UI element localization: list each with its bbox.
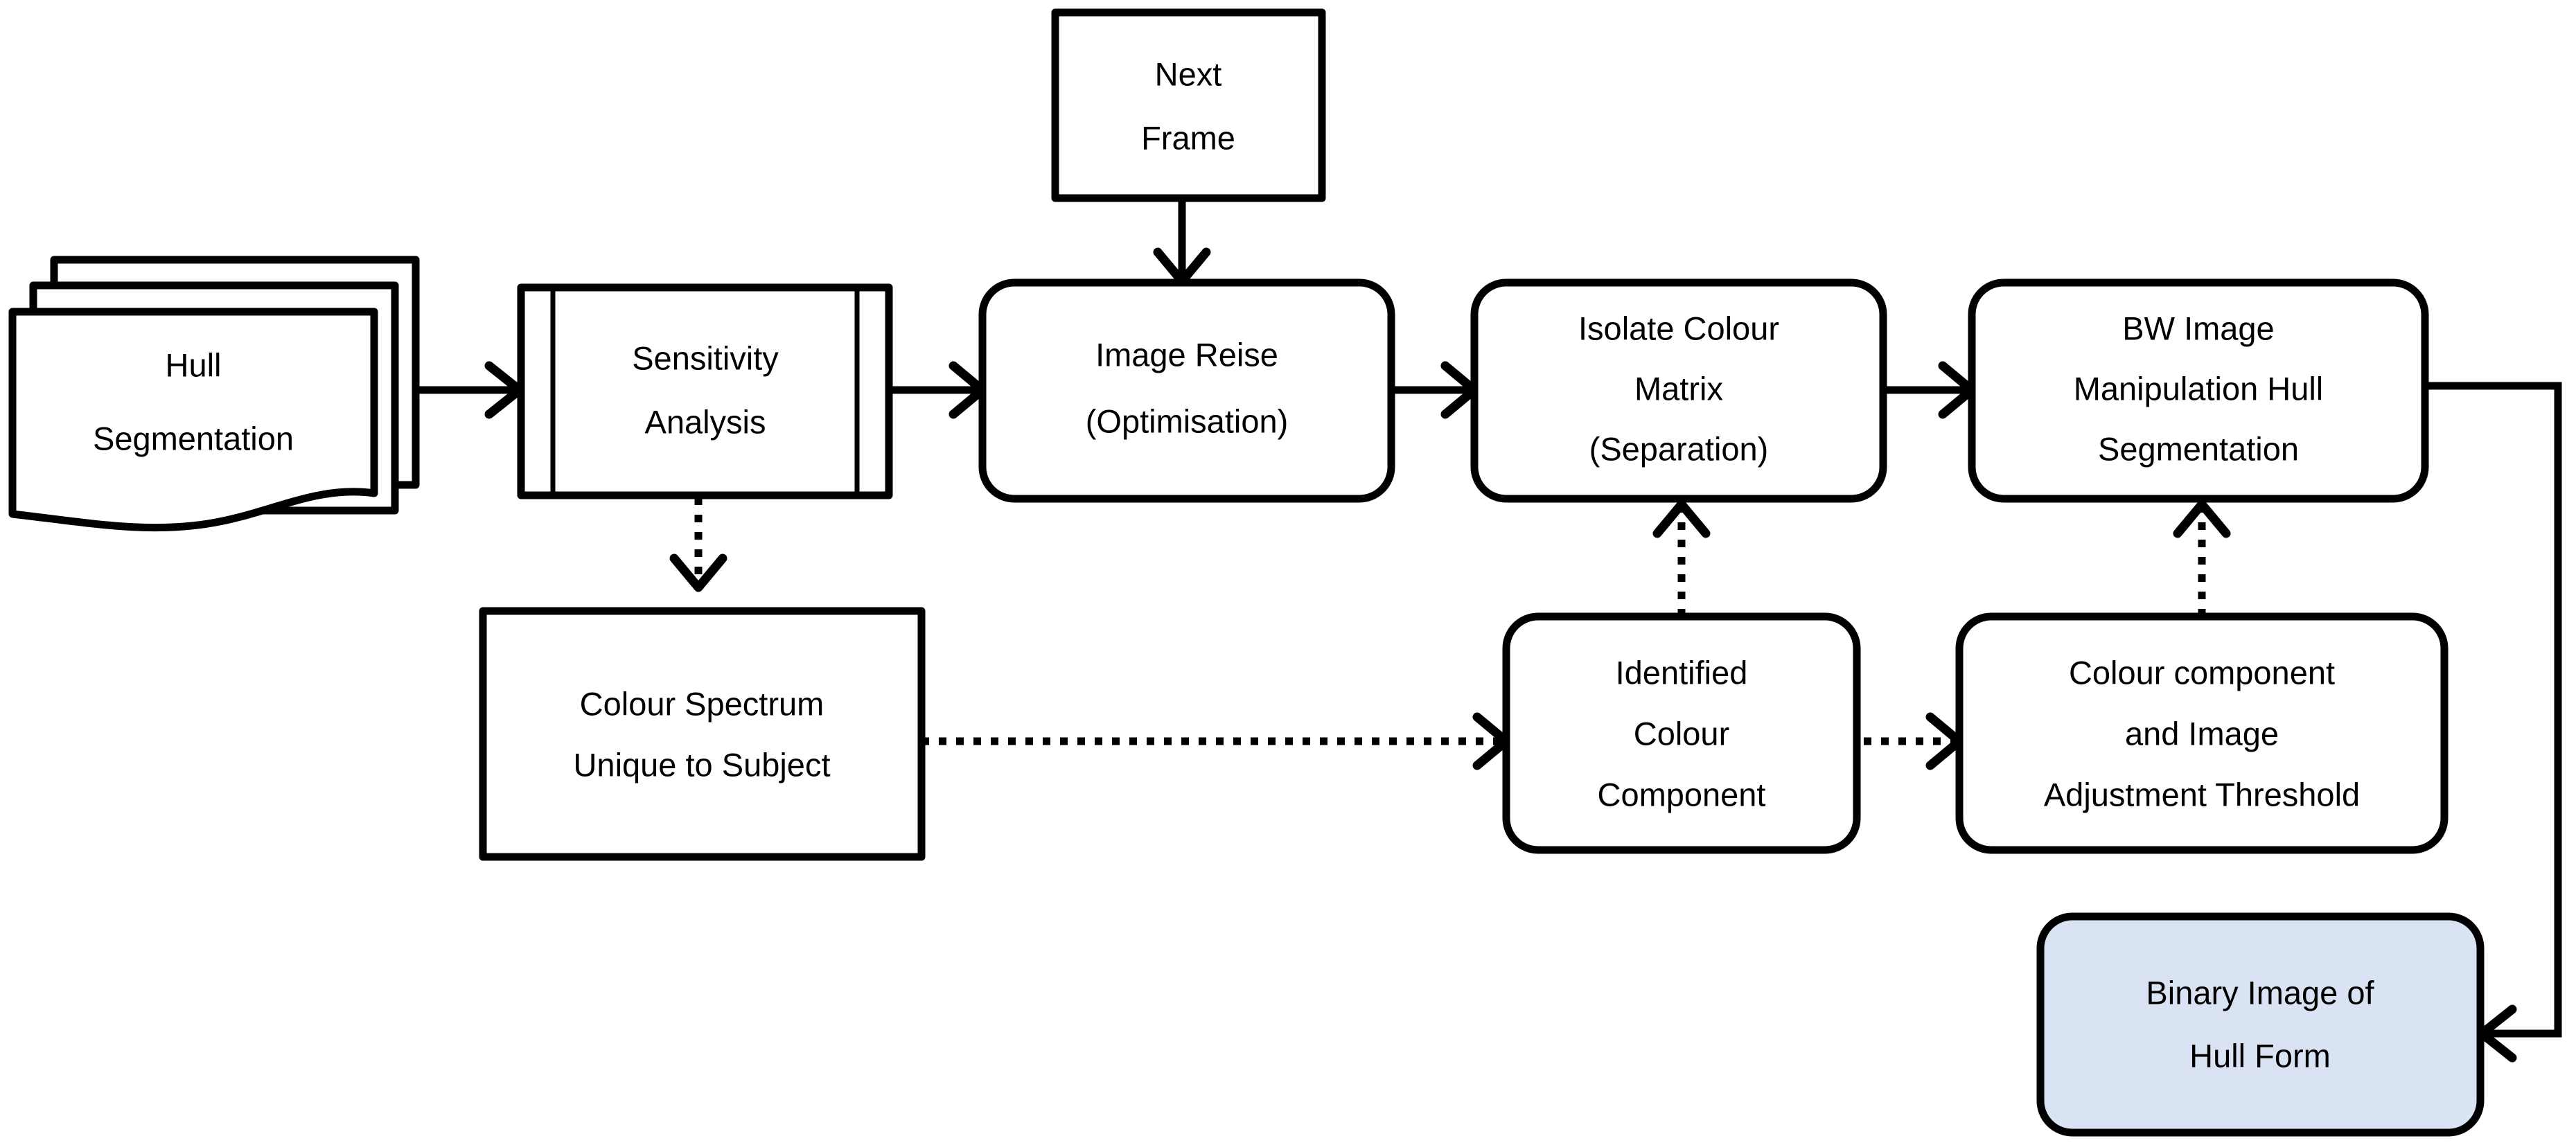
bw-image-manipulation-label-line-1: BW Image [2122, 310, 2274, 346]
binary-image-hull-form-box [2036, 912, 2485, 1137]
identified-colour-component-label-line-2: Colour [1634, 715, 1729, 752]
node-isolate-colour-matrix[interactable]: Isolate Colour Matrix (Separation) [1470, 278, 1887, 503]
isolate-colour-matrix-box [1470, 278, 1887, 503]
sensitivity-analysis-label-line-1: Sensitivity [632, 339, 779, 376]
sensitivity-analysis-box [517, 283, 893, 499]
node-bw-image-manipulation[interactable]: BW Image Manipulation Hull Segmentation [1968, 278, 2429, 503]
node-image-reise[interactable]: Image Reise (Optimisation) [978, 278, 1395, 503]
connector-hull-to-sensitivity [416, 361, 524, 419]
colour-component-threshold-label-line-1: Colour component [2069, 654, 2335, 691]
colour-spectrum-label-line-1: Colour Spectrum [580, 685, 824, 722]
connector-image-reise-to-isolate [1391, 361, 1479, 419]
colour-spectrum-label-line-2: Unique to Subject [573, 746, 830, 783]
connector-identified-to-isolate [1652, 499, 1711, 617]
connector-sensitivity-to-image-reise [889, 361, 987, 419]
image-reise-box [978, 278, 1395, 503]
node-next-frame[interactable]: Next Frame [1051, 8, 1326, 202]
hull-segmentation-sheet-front [8, 308, 378, 532]
sensitivity-analysis-label-line-2: Analysis [644, 403, 766, 440]
identified-colour-component-box [1502, 612, 1861, 854]
connector-sensitivity-to-colour-spectrum [669, 497, 727, 592]
isolate-colour-matrix-label-line-2: Matrix [1634, 370, 1723, 407]
node-binary-image-of-hull-form[interactable]: Binary Image of Hull Form [2036, 912, 2485, 1137]
identified-colour-component-label-line-3: Component [1598, 776, 1766, 813]
next-frame-label-line-1: Next [1155, 55, 1222, 92]
image-reise-label-line-1: Image Reise [1095, 336, 1278, 373]
node-hull-segmentation[interactable]: Hull Segmentation [8, 256, 420, 532]
connector-isolate-to-bw-image [1883, 361, 1977, 419]
isolate-colour-matrix-label-line-3: (Separation) [1589, 430, 1769, 467]
binary-image-hull-form-label-line-2: Hull Form [2189, 1037, 2331, 1074]
colour-component-threshold-box [1955, 612, 2449, 854]
colour-component-threshold-label-line-2: and Image [2125, 715, 2279, 752]
hull-segmentation-label-line-1: Hull [166, 346, 222, 383]
node-identified-colour-component[interactable]: Identified Colour Component [1502, 612, 1861, 854]
identified-colour-component-label-line-1: Identified [1616, 654, 1748, 691]
bw-image-manipulation-label-line-2: Manipulation Hull [2074, 370, 2324, 407]
connector-threshold-to-bw-image [2173, 499, 2231, 617]
connector-identified-to-threshold [1864, 712, 1964, 770]
connector-colour-spectrum-to-identified [921, 712, 1511, 770]
bw-image-manipulation-label-line-3: Segmentation [2098, 430, 2299, 467]
colour-component-threshold-label-line-3: Adjustment Threshold [2044, 776, 2360, 813]
connector-next-frame-to-image-reise [1153, 198, 1211, 286]
node-colour-component-and-image-adjustment-threshold[interactable]: Colour component and Image Adjustment Th… [1955, 612, 2449, 854]
next-frame-box [1051, 8, 1326, 202]
binary-image-hull-form-label-line-1: Binary Image of [2146, 974, 2374, 1011]
node-sensitivity-analysis[interactable]: Sensitivity Analysis [517, 283, 893, 499]
colour-spectrum-box [479, 607, 926, 861]
image-reise-label-line-2: (Optimisation) [1086, 402, 1289, 439]
node-colour-spectrum-unique-to-subject[interactable]: Colour Spectrum Unique to Subject [479, 607, 926, 861]
hull-segmentation-label-line-2: Segmentation [93, 420, 294, 457]
bw-image-manipulation-box [1968, 278, 2429, 503]
isolate-colour-matrix-label-line-1: Isolate Colour [1578, 310, 1779, 346]
next-frame-label-line-2: Frame [1141, 119, 1235, 156]
